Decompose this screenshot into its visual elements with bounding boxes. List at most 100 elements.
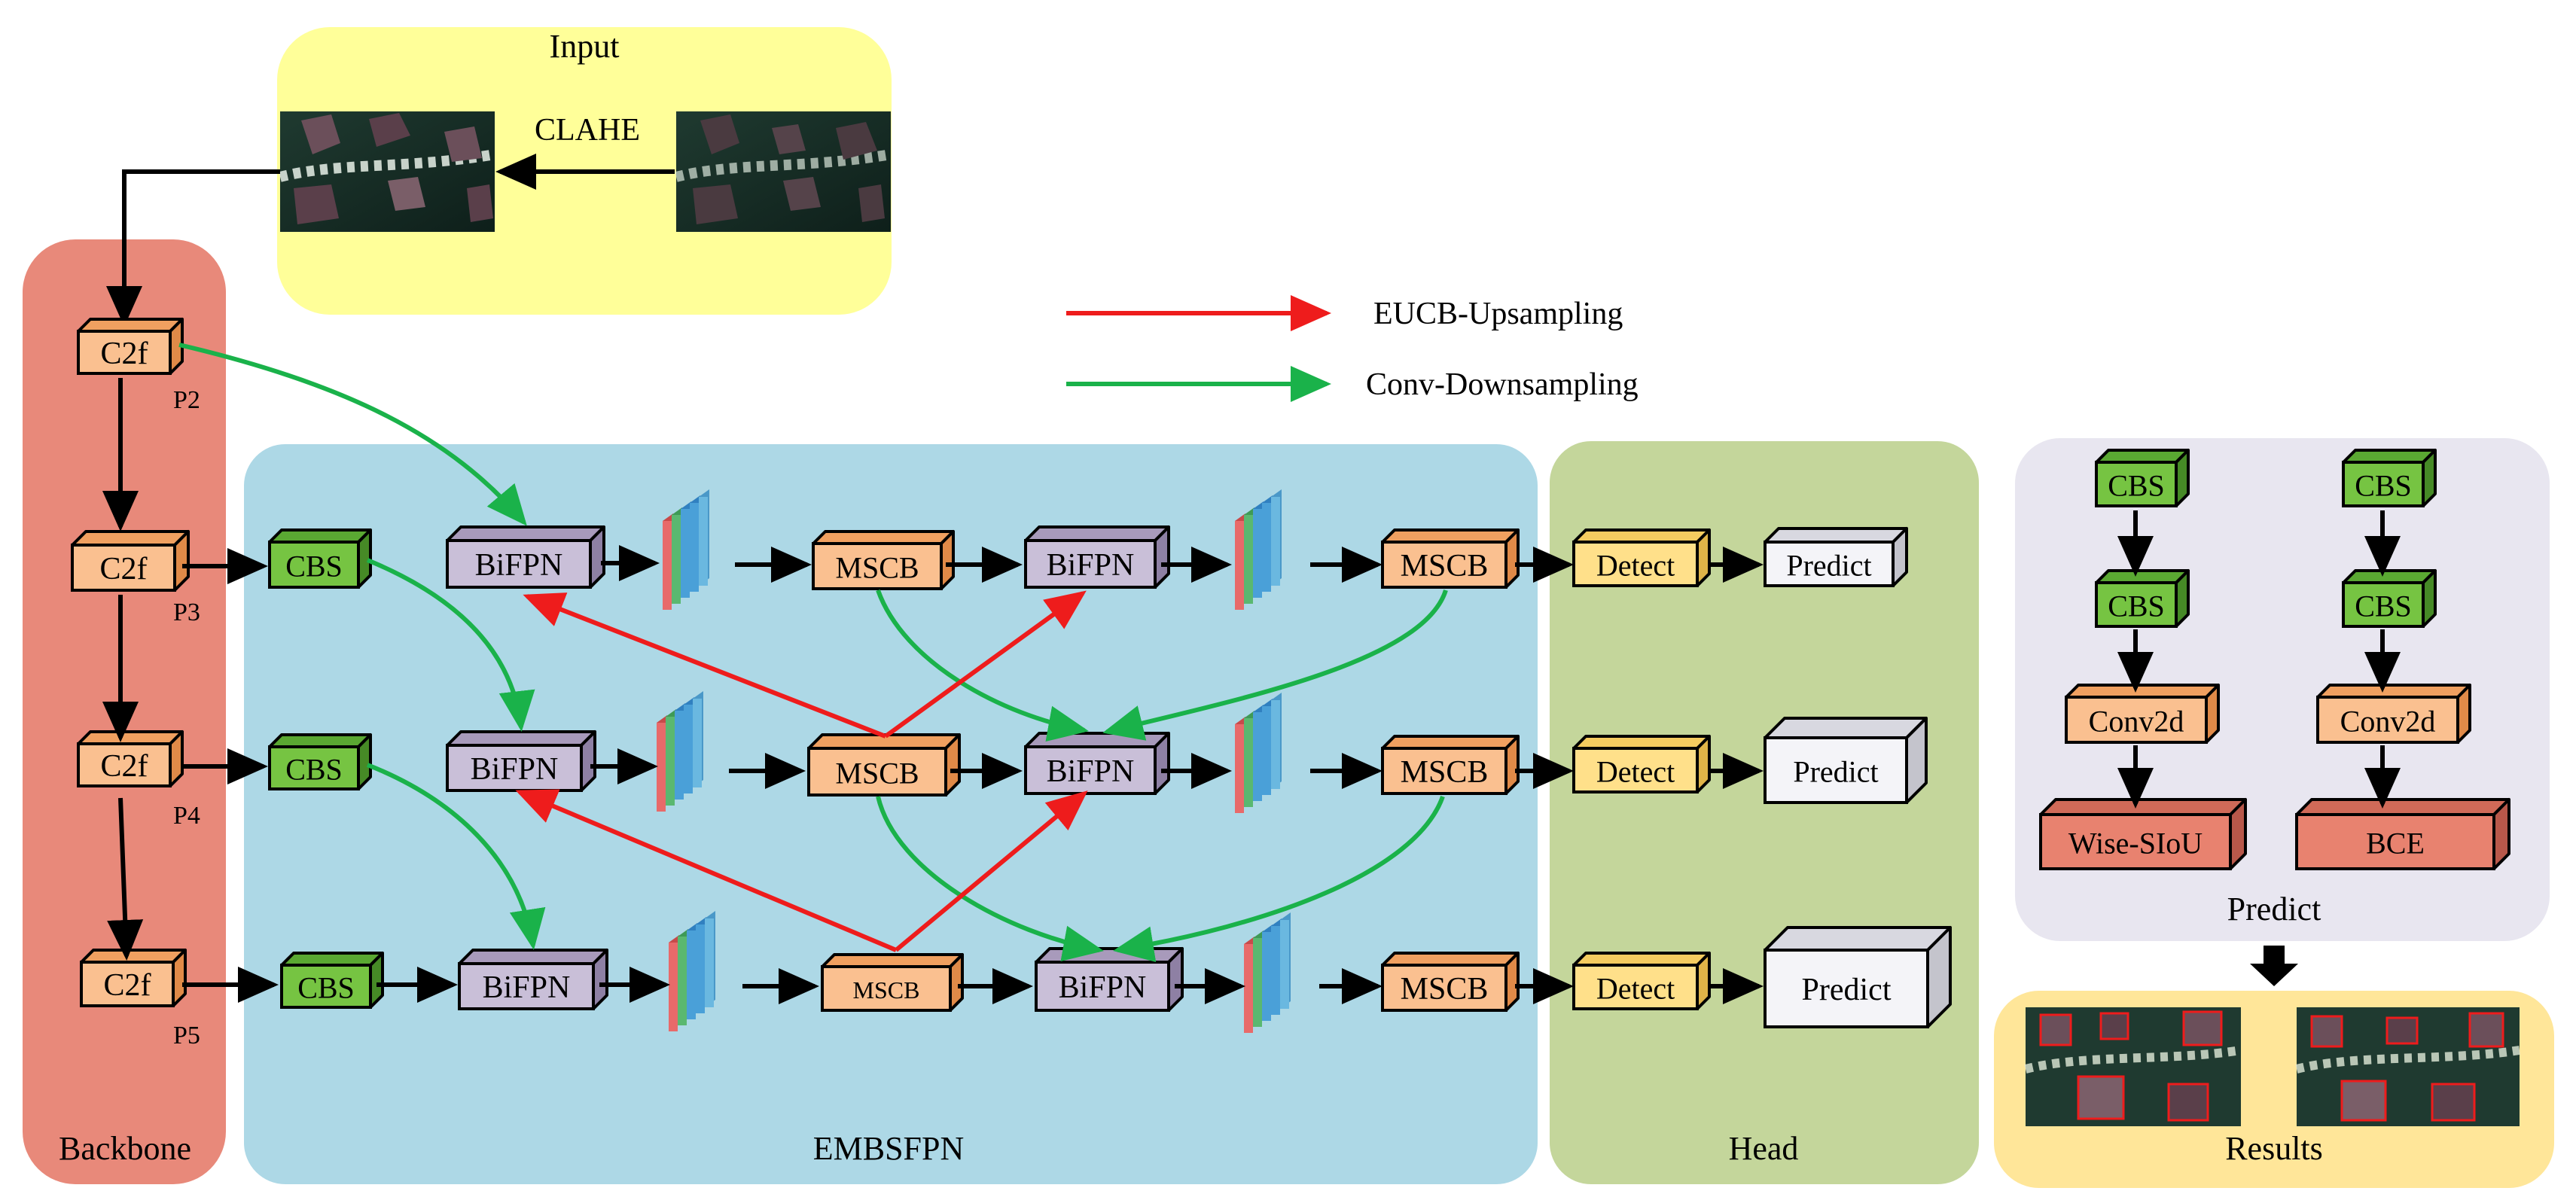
feature-stack-r3-b — [1244, 912, 1291, 1033]
c2f-p2: C2f — [77, 318, 184, 375]
feature-stack-r1-a — [663, 489, 709, 610]
p2-label: P2 — [173, 386, 200, 414]
mscb2-to-bifpn-r1-upsample — [884, 590, 1087, 739]
pred-cbs-l1: CBS — [2095, 449, 2190, 507]
pred-conv-l: Conv2d — [2065, 684, 2220, 744]
predict-title: Predict — [2227, 891, 2321, 927]
p3-label: P3 — [173, 599, 200, 626]
mscb-r1-a-label: MSCB — [835, 551, 919, 585]
detect-r3: Detect — [1572, 952, 1711, 1010]
c2f-p5: C2f — [80, 949, 187, 1007]
cbs-r3: CBS — [280, 952, 384, 1009]
p2-to-bifpn1-downsample — [178, 343, 527, 526]
clahe-label: CLAHE — [535, 113, 640, 148]
predict-r1-label: Predict — [1786, 549, 1871, 583]
pred-cbs-r2: CBS — [2342, 569, 2437, 628]
c2f-p2-label: C2f — [101, 337, 148, 371]
pred-cbs-l1-label: CBS — [2108, 469, 2165, 503]
pred-cbs-r2-label: CBS — [2355, 589, 2412, 623]
mscb-r2-a-label: MSCB — [835, 757, 919, 790]
detect-r2: Detect — [1572, 735, 1711, 793]
embsfpn-title: EMBSFPN — [813, 1130, 965, 1167]
mscb-r3-a: MSCB — [821, 953, 964, 1012]
bifpn-r3-a-label: BiFPN — [483, 970, 571, 1005]
bifpn-r2-b-label: BiFPN — [1047, 754, 1135, 789]
cbs-r2: CBS — [268, 733, 372, 790]
input-title: Input — [550, 28, 620, 65]
c2f-p3: C2f — [71, 530, 190, 592]
p4-label: P4 — [173, 802, 200, 830]
predict-r3: Predict — [1764, 926, 1952, 1028]
cbs1-to-bifpn2-downsample — [366, 558, 535, 732]
bifpn-r2-a: BiFPN — [446, 730, 596, 792]
pred-wise-l-label: Wise-SIoU — [2068, 827, 2203, 860]
mscb-r1-to-bifpn-mid-downsample — [1102, 589, 1448, 741]
pred-cbs-r1: CBS — [2342, 449, 2437, 507]
pred-conv-l-label: Conv2d — [2089, 705, 2184, 739]
bifpn-r3-b-label: BiFPN — [1059, 970, 1147, 1005]
c2f-p4: C2f — [77, 730, 184, 787]
mscb-r3-b-label: MSCB — [1401, 972, 1489, 1007]
c2f-p4-label: C2f — [101, 749, 148, 784]
bifpn-r2-a-label: BiFPN — [471, 752, 559, 787]
detect-r1: Detect — [1572, 528, 1711, 587]
backbone-title: Backbone — [59, 1130, 191, 1167]
mscb-r1-b-label: MSCB — [1401, 549, 1489, 583]
pred-cbs-l2: CBS — [2095, 569, 2190, 628]
bifpn-r1-b-label: BiFPN — [1047, 548, 1135, 583]
mscb-r2-a: MSCB — [807, 733, 961, 797]
pred-cbs-l2-label: CBS — [2108, 589, 2165, 623]
mscb3-to-bifpn2-upsample — [515, 789, 898, 952]
cbs-r2-label: CBS — [285, 753, 343, 787]
c2f-p3-label: C2f — [100, 552, 148, 586]
enhanced-image — [279, 111, 496, 232]
cbs2-to-bifpn3-downsample — [366, 763, 546, 950]
results-title: Results — [2225, 1130, 2323, 1167]
cbs-r1: CBS — [268, 528, 372, 589]
mscb-r2-b-label: MSCB — [1401, 755, 1489, 790]
mscb2-to-bifpn1-upsample — [523, 592, 887, 739]
bifpn-r3-b: BiFPN — [1035, 947, 1184, 1012]
mscb-r3-b: MSCB — [1381, 952, 1520, 1012]
legend-upsampling-label: EUCB-Upsampling — [1373, 297, 1623, 331]
feature-stack-r1-b — [1235, 489, 1282, 610]
detect-r3-label: Detect — [1596, 972, 1675, 1006]
mscb-r2-to-bifpn-low-downsample — [1113, 795, 1445, 962]
pred-conv-r-label: Conv2d — [2340, 705, 2436, 739]
pred-bce-r-label: BCE — [2366, 827, 2425, 860]
detect-r2-label: Detect — [1596, 755, 1675, 789]
c2f-p5-label: C2f — [104, 968, 151, 1003]
bifpn-r1-a: BiFPN — [446, 525, 605, 589]
cbs-r1-label: CBS — [285, 550, 343, 583]
input-to-backbone-arrow — [106, 169, 280, 327]
feature-stack-r2-a — [657, 691, 703, 812]
bifpn-r1-b: BiFPN — [1024, 525, 1170, 589]
bifpn-r3-a: BiFPN — [458, 949, 608, 1010]
feature-stack-r3-a — [669, 911, 715, 1031]
predict-to-results-arrow — [2250, 946, 2298, 986]
pred-wise-l: Wise-SIoU — [2039, 798, 2247, 870]
pred-cbs-r1-label: CBS — [2355, 469, 2412, 503]
predict-r2-label: Predict — [1793, 755, 1878, 789]
feature-stack-r2-b — [1235, 693, 1282, 813]
predict-r3-label: Predict — [1802, 973, 1892, 1007]
mscb3-to-bifpn-r2-upsample — [895, 790, 1088, 952]
head-title: Head — [1729, 1130, 1799, 1167]
cbs-r3-label: CBS — [297, 971, 355, 1005]
predict-r1: Predict — [1764, 527, 1908, 587]
mscb-r1-b: MSCB — [1381, 528, 1520, 589]
result-image-left — [2024, 1007, 2242, 1126]
pred-bce-r: BCE — [2295, 798, 2510, 870]
detect-r1-label: Detect — [1596, 549, 1675, 583]
p5-label: P5 — [173, 1022, 200, 1049]
mscb-r2-b: MSCB — [1381, 735, 1520, 795]
bifpn-r1-a-label: BiFPN — [475, 548, 563, 583]
pred-conv-r: Conv2d — [2316, 684, 2471, 744]
mscb-r1-a: MSCB — [812, 530, 955, 590]
bifpn-r2-b: BiFPN — [1024, 732, 1170, 795]
raw-image — [675, 111, 892, 232]
result-image-right — [2295, 1007, 2520, 1126]
p4-to-p5-arrow — [107, 797, 144, 961]
legend-downsampling-label: Conv-Downsampling — [1366, 367, 1639, 402]
